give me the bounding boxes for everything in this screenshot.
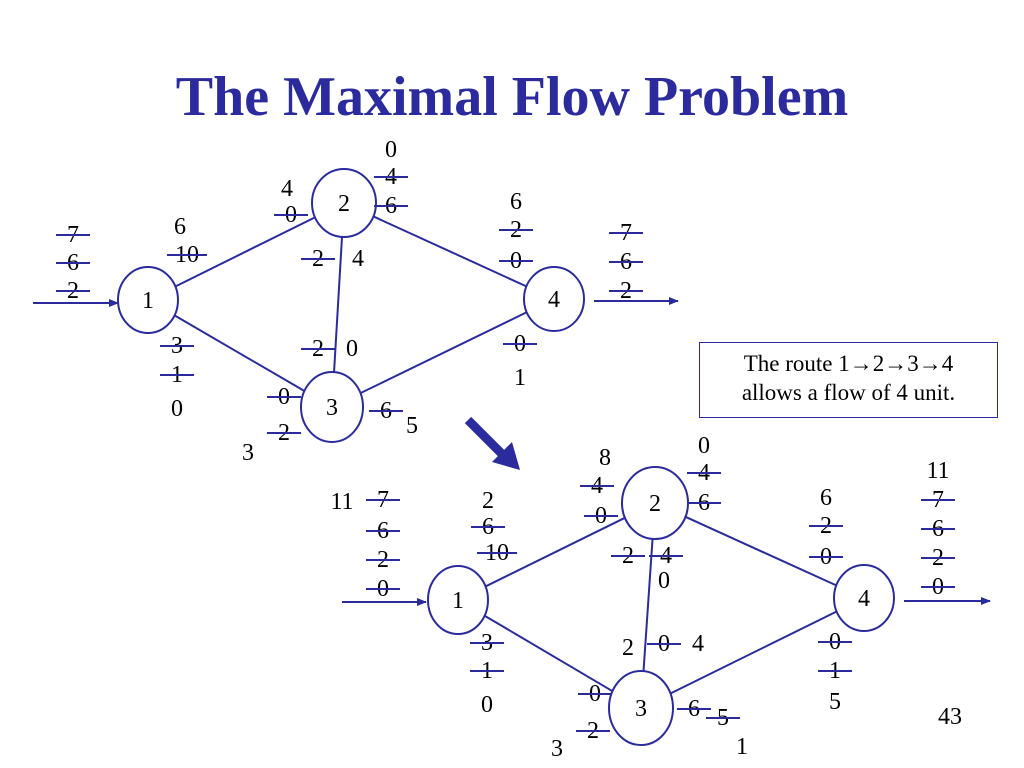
node-before-4-label: 4	[548, 287, 560, 313]
cap-before-n2_to_n4-current-0: 0	[385, 137, 397, 163]
cap-before-n4_from_n2-current-0: 6	[510, 189, 522, 215]
node-after-3	[608, 670, 674, 746]
cap-before-n3_from_n1-current-0: 3	[242, 440, 254, 466]
edge-before-2-3	[333, 236, 344, 373]
node-after-1-label: 1	[452, 588, 464, 614]
edge-after-3-4	[669, 610, 838, 695]
cap-after-n3_from_n2-current-0: 2	[622, 635, 634, 661]
edge-after-2-4	[685, 515, 837, 587]
node-before-2	[311, 168, 377, 238]
node-before-1	[117, 266, 179, 334]
cap-after-n1_to_n2-current-0: 2	[482, 488, 494, 514]
arrow-down-right-icon-head	[492, 442, 520, 470]
node-before-3-label: 3	[326, 395, 338, 421]
cap-after-n3_from_n1-current-0: 3	[551, 736, 563, 762]
edge-before-2-4	[372, 215, 527, 288]
cap-after-n2_from_n1-current-0: 8	[599, 445, 611, 471]
node-after-1	[427, 565, 489, 635]
route-note: The route 1→2→3→4 allows a flow of 4 uni…	[699, 342, 998, 418]
cap-after-n2_to_n3-current-0: 0	[658, 568, 670, 594]
arrow-down-right-icon	[464, 416, 508, 460]
node-after-4-label: 4	[858, 586, 870, 612]
edge-before-3-4	[360, 311, 528, 395]
cap-before-n1_to_n3-current-0: 0	[171, 396, 183, 422]
route-note-line2: allows a flow of 4 unit.	[741, 380, 956, 405]
cap-before-n3_from_n2-current-0: 0	[346, 336, 358, 362]
cap-after-n3_from_n2-current-1: 4	[692, 631, 704, 657]
edge-before-1-2	[174, 216, 316, 288]
edge-before-1-3	[174, 314, 305, 392]
node-before-1-label: 1	[142, 288, 154, 314]
cap-after-n4_from_n2-current-0: 6	[820, 485, 832, 511]
cap-after-n4_from_n3-current-0: 5	[829, 689, 841, 715]
cap-before-n1_to_n2-current-0: 6	[174, 214, 186, 240]
cap-after-n2_to_n4-current-0: 0	[698, 433, 710, 459]
cap-before-n2_to_n3-current-0: 4	[352, 246, 364, 272]
edge-after-1-2	[485, 516, 626, 588]
edge-after-2-3	[642, 538, 654, 672]
cap-after-n1_to_n3-current-0: 0	[481, 692, 493, 718]
node-after-2-label: 2	[649, 491, 661, 517]
cap-after-sink_out-current-0: 11	[926, 458, 949, 484]
page-number: 43	[938, 704, 962, 730]
node-before-2-label: 2	[338, 191, 350, 217]
node-after-3-label: 3	[635, 696, 647, 722]
cap-before-n3_to_n4-current-0: 5	[406, 413, 418, 439]
slide-title: The Maximal Flow Problem	[175, 66, 849, 128]
route-note-line1: The route 1→2→3→4	[743, 351, 954, 376]
cap-after-source_in-current-0: 11	[330, 489, 353, 515]
node-after-4	[833, 564, 895, 632]
cap-before-n4_from_n3-current-0: 1	[514, 365, 526, 391]
cap-before-n2_from_n1-current-0: 4	[281, 176, 293, 202]
node-before-3	[300, 371, 364, 443]
cap-after-n3_to_n4-current-0: 1	[736, 734, 748, 760]
edge-after-1-3	[484, 614, 614, 693]
node-before-4	[523, 266, 585, 332]
